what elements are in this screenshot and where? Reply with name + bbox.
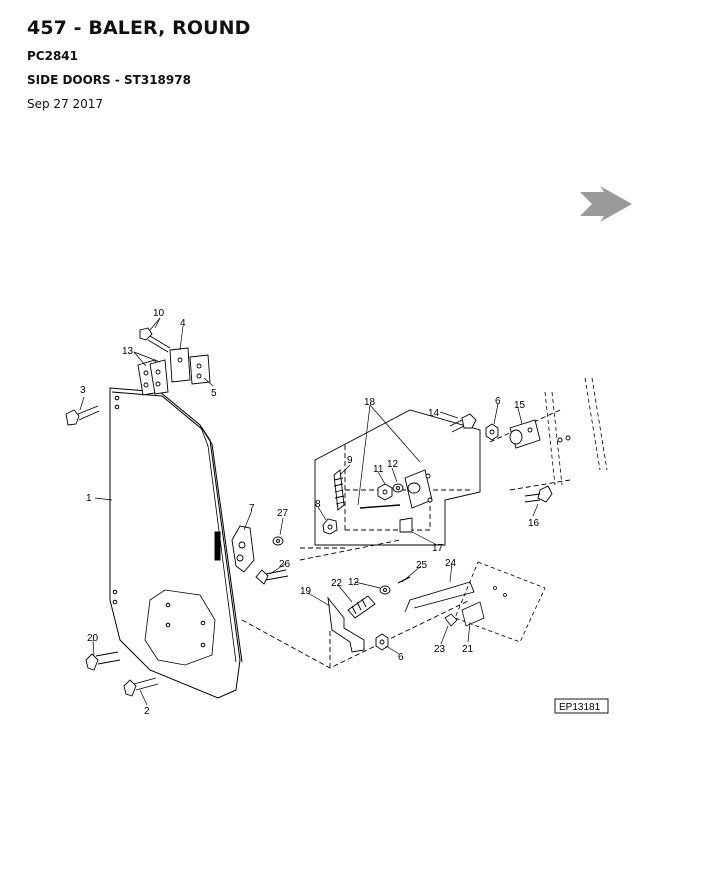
latch-15 xyxy=(485,419,571,449)
bolt-3 xyxy=(65,405,100,426)
reference-code: EP13181 xyxy=(559,702,601,713)
callout-17: 17 xyxy=(432,543,444,554)
callout-9: 9 xyxy=(347,455,353,466)
callout-22: 22 xyxy=(331,578,343,589)
callout-7: 7 xyxy=(249,503,255,514)
callout-12-top: 12 xyxy=(387,459,399,470)
callout-11: 11 xyxy=(373,464,384,475)
rod-assembly xyxy=(327,576,475,653)
callout-4: 4 xyxy=(180,318,186,329)
bolt-2 xyxy=(123,677,159,697)
hinge-assembly xyxy=(137,327,211,396)
callout-1: 1 xyxy=(86,493,92,504)
callout-14: 14 xyxy=(428,408,440,419)
callout-15: 15 xyxy=(514,400,526,411)
callout-2: 2 xyxy=(144,706,150,717)
latch-7 xyxy=(231,525,289,585)
callout-10: 10 xyxy=(153,308,165,319)
callout-6-bottom: 6 xyxy=(398,652,404,663)
callout-6-top: 6 xyxy=(495,396,501,407)
callout-12-bottom: 12 xyxy=(348,577,360,588)
page-title: 457 - BALER, ROUND xyxy=(27,17,251,39)
callout-3: 3 xyxy=(80,385,86,396)
frame-posts xyxy=(544,377,608,486)
callout-25: 25 xyxy=(416,560,428,571)
mounting-plate xyxy=(241,409,571,669)
leader-lines xyxy=(79,317,539,706)
bolt-20 xyxy=(85,651,121,671)
callout-16: 16 xyxy=(528,518,540,529)
side-door-panel xyxy=(109,387,243,699)
model-code: PC2841 xyxy=(27,49,78,63)
callout-5: 5 xyxy=(211,388,217,399)
callout-20: 20 xyxy=(87,633,99,644)
publication-date: Sep 27 2017 xyxy=(27,97,104,111)
callout-23: 23 xyxy=(434,644,446,655)
callout-labels: 1 2 3 4 5 6 6 7 8 9 10 11 12 12 13 14 15… xyxy=(80,308,540,717)
callout-27: 27 xyxy=(277,508,289,519)
callout-26: 26 xyxy=(279,559,291,570)
callout-13: 13 xyxy=(122,346,134,357)
bolt-16 xyxy=(524,485,553,503)
section-title: SIDE DOORS - ST318978 xyxy=(27,73,191,87)
lower-bracket xyxy=(444,561,546,643)
callout-24: 24 xyxy=(445,558,457,569)
callout-18: 18 xyxy=(364,397,376,408)
reference-code-box: EP13181 xyxy=(554,698,609,714)
bolt-14 xyxy=(449,413,477,433)
callout-8: 8 xyxy=(315,499,321,510)
next-page-arrow-icon[interactable] xyxy=(580,186,632,222)
spring-assembly xyxy=(322,469,433,535)
callout-19: 19 xyxy=(300,586,312,597)
callout-21: 21 xyxy=(462,644,474,655)
